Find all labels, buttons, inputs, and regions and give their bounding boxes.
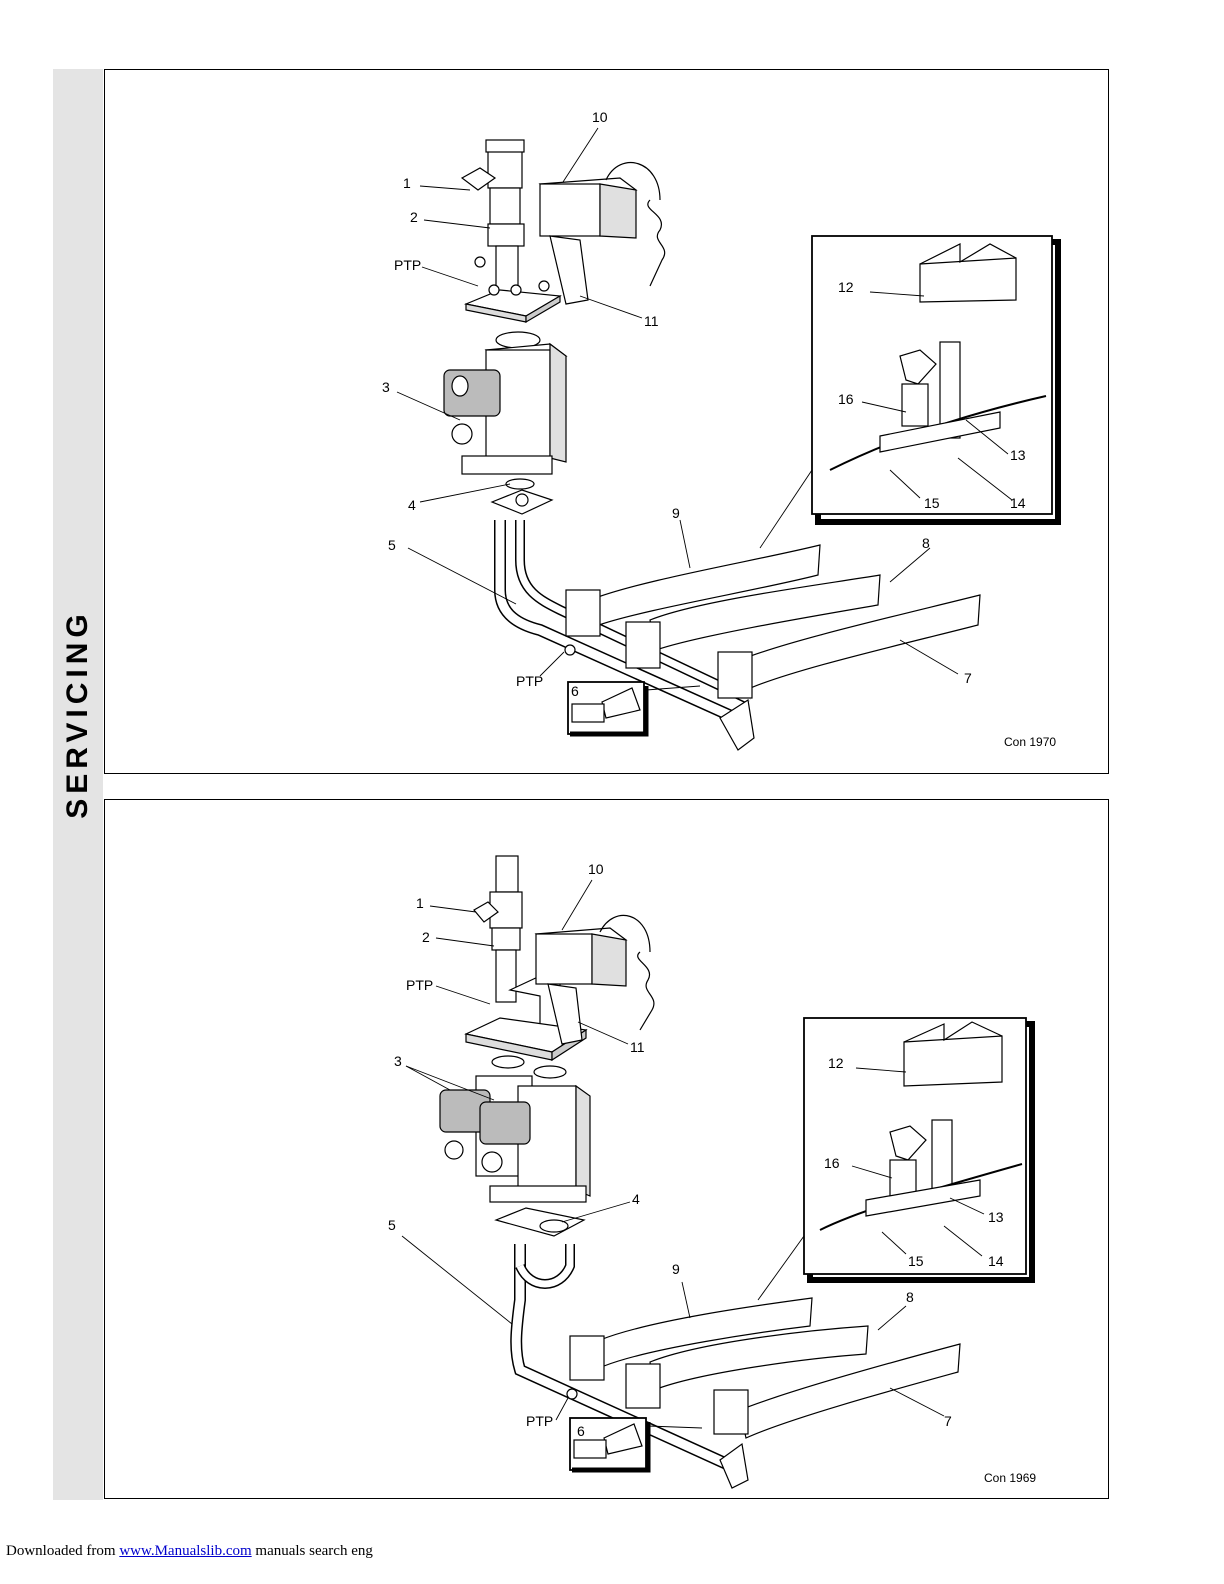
callout-11: 11 [630, 1039, 645, 1055]
callout-5: 5 [388, 1217, 396, 1233]
callout-ptp-lower: PTP [526, 1413, 553, 1429]
footer-prefix: Downloaded from [6, 1543, 119, 1559]
callout-12: 12 [828, 1055, 844, 1071]
callout-10: 10 [588, 861, 604, 877]
callout-8: 8 [906, 1289, 914, 1305]
callout-1: 1 [416, 895, 424, 911]
callout-15: 15 [908, 1253, 924, 1269]
callout-9: 9 [672, 1261, 680, 1277]
callout-2: 2 [422, 929, 430, 945]
callout-16: 16 [824, 1155, 840, 1171]
callout-3: 3 [394, 1053, 402, 1069]
manualslib-link[interactable]: www.Manualslib.com [119, 1543, 251, 1559]
callout-14: 14 [988, 1253, 1004, 1269]
callout-6: 6 [577, 1423, 585, 1439]
callout-13: 13 [988, 1209, 1004, 1225]
reference-code-bottom: Con 1969 [984, 1471, 1036, 1485]
callout-7: 7 [944, 1413, 952, 1429]
footer-suffix: manuals search eng [252, 1543, 373, 1559]
footer: Downloaded from www.Manualslib.com manua… [6, 1543, 373, 1560]
callout-ptp-upper: PTP [406, 977, 433, 993]
callout-4: 4 [632, 1191, 640, 1207]
